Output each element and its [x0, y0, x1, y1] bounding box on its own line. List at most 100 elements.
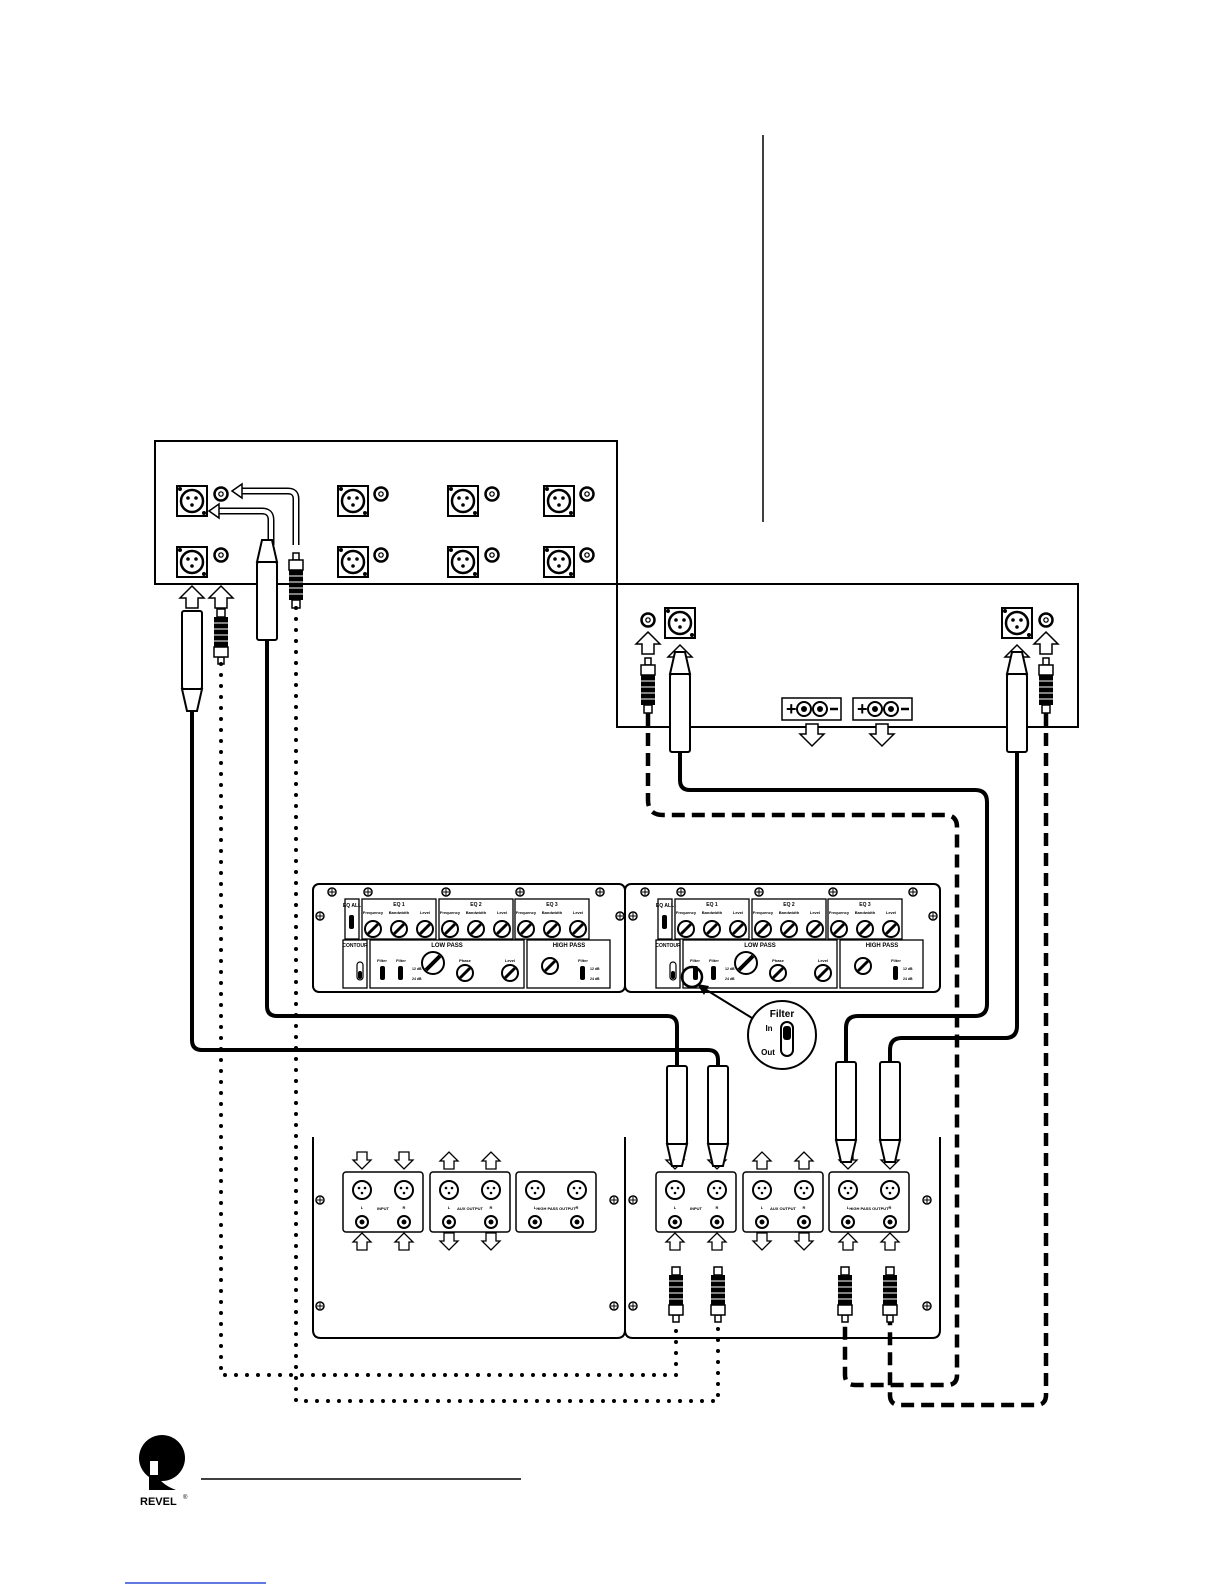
connector-group-3 [828, 1171, 910, 1233]
preamp-xlr-jack-7 [446, 545, 480, 579]
connector-left-label: L [847, 1205, 850, 1210]
panel-screw [928, 911, 938, 921]
connector-rca-right [710, 1215, 724, 1229]
eq-bandwidth-label: Bandwidth [779, 910, 800, 915]
brand-wordmark: REVEL [140, 1496, 177, 1508]
high-pass-slope-switch [893, 966, 898, 980]
connector-rca-left [355, 1215, 369, 1229]
eq-level-knob [415, 919, 435, 939]
high-pass-label: HIGH PASS [553, 943, 586, 949]
high-pass-box [839, 939, 924, 989]
eq-bandwidth-knob [855, 919, 875, 939]
low-pass-slope-label: Filter [709, 958, 719, 963]
preamp-rca-jack-1 [213, 486, 229, 502]
hp-slope-12-label: 12 dB [903, 967, 913, 971]
connector-xlr-left [665, 1180, 685, 1200]
preamp-xlr-jack-4 [542, 484, 576, 518]
connector-group-label: INPUT [377, 1206, 390, 1211]
connector-xlr-right [481, 1180, 501, 1200]
eq-section-title: EQ 3 [546, 902, 558, 908]
preamp-unit [154, 440, 618, 585]
up-arrow-icon [208, 585, 234, 609]
connector-rca-right [570, 1215, 584, 1229]
contour-label: CONTOUR [655, 943, 681, 949]
connector-left-label: L [674, 1205, 677, 1210]
connector-xlr-right [794, 1180, 814, 1200]
eq-all-switch [662, 915, 667, 929]
eq-frequency-label: Frequency [753, 910, 774, 915]
rca-plug-amp-right [1038, 657, 1054, 714]
hp-slope-24-label: 24 dB [590, 977, 600, 981]
low-pass-filter-label: Filter [690, 958, 700, 963]
high-pass-slope-switch [580, 966, 585, 980]
panel-screw [615, 911, 625, 921]
eq-section-title: EQ 3 [859, 902, 871, 908]
eq-frequency-knob [676, 919, 696, 939]
filter-switch-callout: Filter In Out [680, 965, 817, 1070]
io-panel-screw [609, 1301, 619, 1311]
connector-rca-right [883, 1215, 897, 1229]
connector-xlr-right [394, 1180, 414, 1200]
callout-title: Filter [770, 1009, 795, 1020]
amp-rca-jack-left [640, 612, 656, 628]
low-pass-label: LOW PASS [744, 943, 776, 949]
cable-solid-amp-left [678, 752, 989, 1062]
level-label: Level [818, 958, 828, 963]
eq-frequency-knob [363, 919, 383, 939]
eq-frequency-knob [829, 919, 849, 939]
eq-bandwidth-label: Bandwidth [542, 910, 563, 915]
eq-bandwidth-knob [542, 919, 562, 939]
contour-switch-lever [671, 971, 675, 979]
eq-section-title: EQ 2 [470, 902, 482, 908]
rca-plug-sub-hp-right [882, 1266, 898, 1323]
phase-label: Phase [459, 958, 472, 963]
callout-in-label: In [765, 1024, 772, 1033]
preamp-rca-jack-2 [373, 486, 389, 502]
panel-screw [676, 887, 686, 897]
connector-left-label: L [534, 1205, 537, 1210]
high-pass-label: HIGH PASS [866, 943, 899, 949]
eq-level-knob [492, 919, 512, 939]
connector-right-label: R [889, 1205, 892, 1210]
connector-right-label: R [490, 1205, 493, 1210]
connector-xlr-left [752, 1180, 772, 1200]
preamp-xlr-jack-8 [542, 545, 576, 579]
connector-right-label: R [803, 1205, 806, 1210]
phase-knob [768, 963, 788, 983]
eq-bandwidth-label: Bandwidth [389, 910, 410, 915]
preamp-rca-jack-8 [579, 547, 595, 563]
eq-frequency-knob [440, 919, 460, 939]
connector-xlr-right [707, 1180, 727, 1200]
low-pass-slope-label: Filter [396, 958, 406, 963]
connector-rca-left [841, 1215, 855, 1229]
low-pass-filter-label: Filter [377, 958, 387, 963]
low-pass-label: LOW PASS [431, 943, 463, 949]
rca-plug-preamp-left [213, 608, 229, 665]
io-panel-screw [609, 1195, 619, 1205]
connector-rca-right [797, 1215, 811, 1229]
hp-slope-24-label: 24 dB [903, 977, 913, 981]
preamp-xlr-jack-5 [175, 545, 209, 579]
xlr-plug-amp-left [669, 651, 691, 753]
eq-bandwidth-knob [702, 919, 722, 939]
connector-group-label: AUX OUTPUT [457, 1206, 484, 1211]
rca-plug-amp-left [640, 657, 656, 714]
connector-rca-left [528, 1215, 542, 1229]
preamp-rca-jack-3 [484, 486, 500, 502]
xlr-plug-sub-input-right [707, 1065, 729, 1167]
level-label: Level [505, 958, 515, 963]
eq-bandwidth-label: Bandwidth [702, 910, 723, 915]
preamp-xlr-jack-6 [336, 545, 370, 579]
eq-all-label: EQ ALL [343, 903, 361, 909]
cable-solid-preamp-left [190, 711, 720, 1066]
eq-bandwidth-knob [389, 919, 409, 939]
contour-label: CONTOUR [342, 943, 368, 949]
cable-dashed-amp-right [887, 713, 1049, 1408]
low-pass-box [369, 939, 525, 989]
preamp-xlr-jack-2 [336, 484, 370, 518]
eq-bandwidth-label: Bandwidth [855, 910, 876, 915]
eq-frequency-knob [753, 919, 773, 939]
connector-group-1 [655, 1171, 737, 1233]
preamp-rca-jack-5 [213, 547, 229, 563]
eq-level-label: Level [810, 910, 820, 915]
